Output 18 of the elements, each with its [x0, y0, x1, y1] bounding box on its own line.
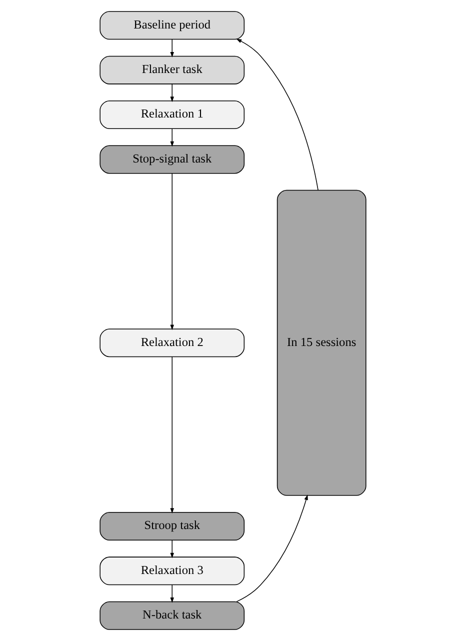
arrow	[170, 356, 174, 514]
arrow	[170, 540, 174, 558]
node-box: Flanker task	[100, 56, 245, 84]
arrow	[170, 38, 174, 58]
node-box: Baseline period	[100, 11, 245, 40]
arrow	[170, 584, 174, 603]
node-box: Relaxation 1	[100, 100, 245, 130]
node-box: Relaxation 2	[100, 328, 245, 358]
node-box: Stop-signal task	[100, 145, 245, 174]
arrow	[236, 38, 318, 190]
arrow	[170, 173, 174, 330]
node-box: N-back task	[100, 601, 245, 630]
node-box: Stroop task	[100, 512, 245, 540]
arrow	[170, 84, 174, 102]
arrow	[170, 128, 174, 147]
node-box: In 15 sessions	[276, 190, 366, 496]
arrow	[236, 494, 308, 602]
node-box: Relaxation 3	[100, 556, 245, 586]
